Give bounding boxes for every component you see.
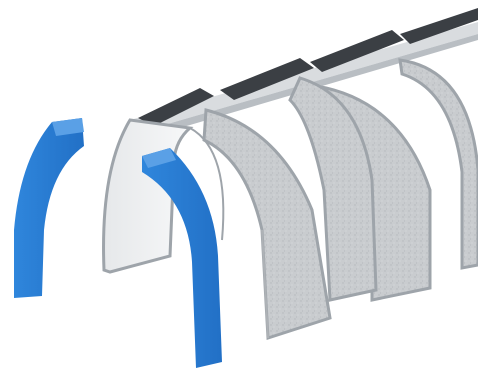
- blue-arch-left: [14, 118, 84, 298]
